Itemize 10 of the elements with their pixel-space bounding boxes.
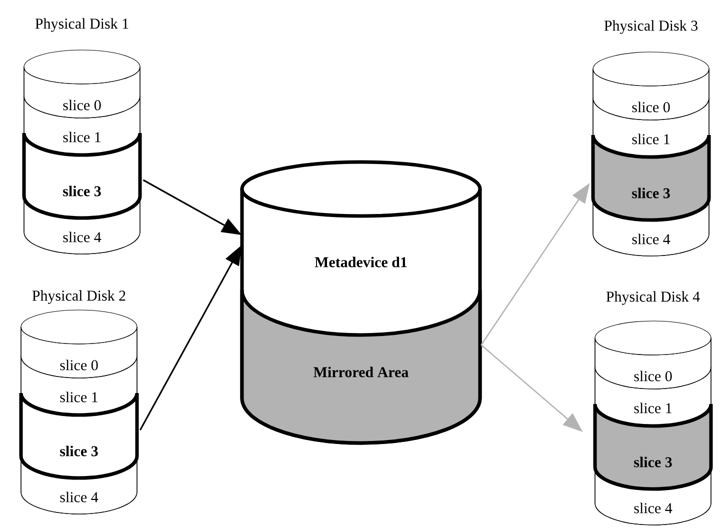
slice-band: slice 4 bbox=[594, 466, 712, 526]
slice-band: slice 4 bbox=[592, 198, 710, 256]
cylinder-label: Physical Disk 1 bbox=[35, 18, 128, 32]
mirrored-band: Mirrored Area bbox=[240, 288, 482, 445]
cylinder-label: Physical Disk 4 bbox=[606, 291, 700, 305]
cylinder-label: Physical Disk 2 bbox=[32, 290, 126, 304]
slice-band: slice 4 bbox=[20, 456, 138, 514]
slice-band: slice 4 bbox=[24, 196, 140, 254]
cylinder-label: Metadevice d1 bbox=[314, 256, 407, 268]
cylinder-label: Physical Disk 3 bbox=[604, 20, 698, 34]
